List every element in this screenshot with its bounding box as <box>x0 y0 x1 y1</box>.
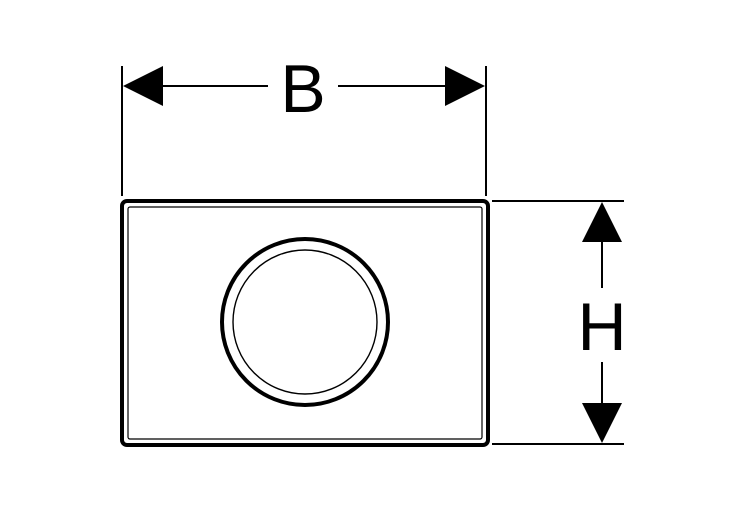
plate-inner-outline <box>127 206 483 440</box>
height-arrow-bottom <box>582 403 622 443</box>
width-label: B <box>280 51 325 127</box>
height-label: H <box>577 289 626 365</box>
width-arrow-right <box>445 66 485 106</box>
flush-button-inner-ring <box>232 249 378 395</box>
height-arrow-top <box>582 202 622 242</box>
width-arrow-left <box>123 66 163 106</box>
flush-button-outer-ring <box>220 237 390 407</box>
